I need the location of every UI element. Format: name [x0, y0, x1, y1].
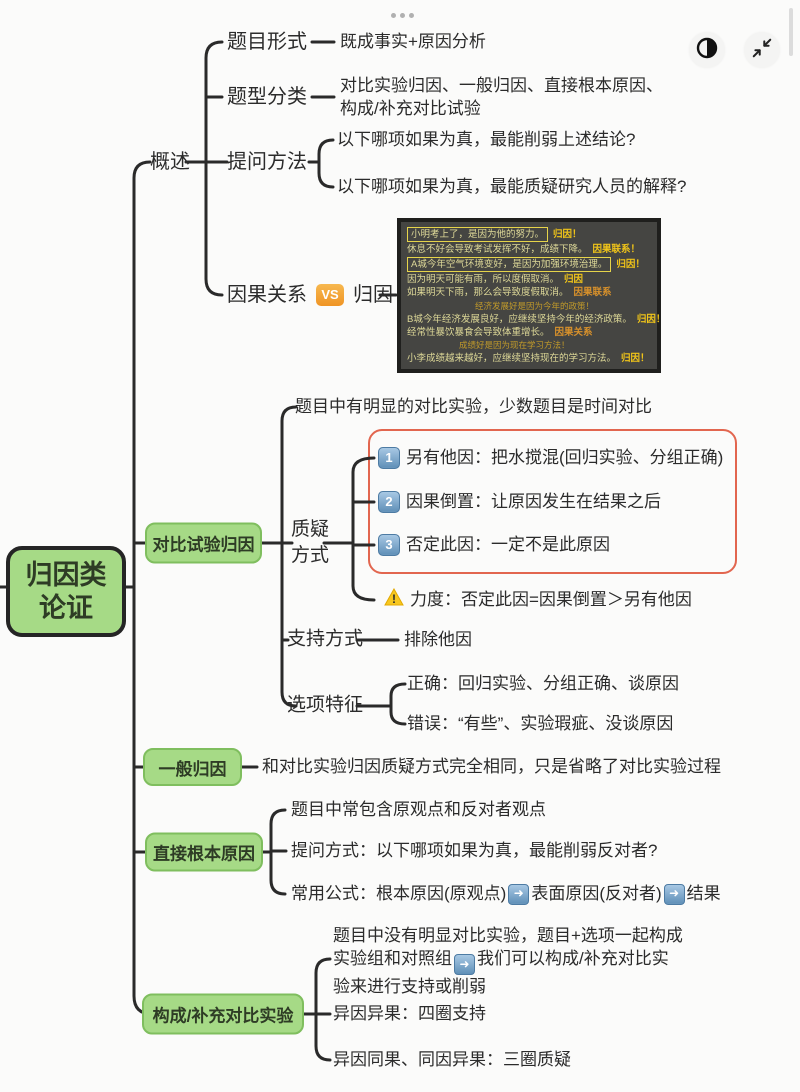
node-causal-vs-attribution[interactable]: 因果关系 VS 归因	[227, 282, 393, 308]
node-compose-point2[interactable]: 异因异果：四圈支持	[333, 1003, 486, 1023]
causal-left-label: 因果关系	[227, 284, 307, 306]
example-line: B城今年经济发展良好，应继续坚持今年的经济政策。归因！	[407, 313, 666, 325]
node-way-3[interactable]: 3 否定此因：一定不是此原因	[378, 534, 610, 556]
node-contrast-experiment-attribution[interactable]: 对比试验归因	[145, 522, 262, 564]
root-label-line2: 论证	[39, 592, 93, 623]
number-2-badge: 2	[378, 491, 400, 513]
node-general-attribution[interactable]: 一般归因	[143, 748, 242, 786]
root-label-line1: 归因类	[25, 559, 107, 590]
svg-text:!: !	[392, 592, 396, 606]
compose-para-line1: 题目中没有明显对比实验，题目+选项一起构成	[333, 926, 683, 945]
node-direct-point1[interactable]: 题目中常包含原观点和反对者观点	[291, 799, 546, 819]
node-general-attribution-value[interactable]: 和对比实验归因质疑方式完全相同，只是省略了对比实验过程	[262, 756, 721, 776]
node-topic-types-value[interactable]: 对比实验归因、一般归因、直接根本原因、 构成/补充对比试验	[340, 74, 663, 120]
node-compose-paragraph[interactable]: 题目中没有明显对比实验，题目+选项一起构成 实验组和对照组➜我们可以构成/补充对…	[333, 924, 683, 998]
node-support-value[interactable]: 排除他因	[404, 629, 472, 649]
node-option-correct[interactable]: 正确：回归实验、分组正确、谈原因	[407, 673, 679, 693]
number-3-badge: 3	[378, 534, 400, 556]
topic-types-line1: 对比实验归因、一般归因、直接根本原因、	[340, 76, 663, 95]
strength-text: 力度：否定此因=因果倒置＞另有他因	[410, 589, 692, 609]
example-line: 休息不好会导致考试发挥不好，成绩下降。因果联系！	[407, 244, 641, 256]
node-direct-point2[interactable]: 提问方式：以下哪项如果为真，最能削弱反对者?	[291, 840, 658, 860]
node-way-1[interactable]: 1 另有他因：把水搅混(回归实验、分组正确)	[378, 447, 723, 469]
arrow-right-badge: ➜	[663, 883, 685, 905]
formula-mid: 表面原因(反对者)	[531, 883, 662, 903]
way-1-text: 另有他因：把水搅混(回归实验、分组正确)	[406, 447, 724, 467]
node-question2[interactable]: 以下哪项如果为真，最能质疑研究人员的解释?	[337, 176, 687, 196]
collapse-button[interactable]	[744, 32, 780, 68]
arrow-right-badge: ➜	[508, 883, 530, 905]
example-line: 小明考上了，是因为他的努力。归因！	[407, 227, 651, 242]
compose-para-line2: 实验组和对照组➜我们可以构成/补充对比实	[333, 947, 683, 975]
number-1-badge: 1	[378, 447, 400, 469]
question-ways-line2: 方式	[291, 545, 330, 566]
formula-prefix: 常用公式：根本原因(原观点)	[291, 883, 507, 903]
node-overview[interactable]: 概述	[150, 151, 190, 173]
node-topic-form[interactable]: 题目形式	[227, 31, 307, 53]
example-line: 因为明天可能有雨，所以度假取消。归因	[407, 274, 584, 286]
question-ways-line1: 质疑	[291, 519, 330, 540]
example-line: 经常性暴饮暴食会导致体重增长。因果关系	[407, 326, 593, 338]
formula-end: 结果	[686, 883, 721, 903]
node-way-2[interactable]: 2 因果倒置：让原因发生在结果之后	[378, 491, 661, 513]
vs-badge: VS	[316, 284, 344, 306]
root-node[interactable]: 归因类 论证	[6, 546, 126, 637]
example-note: 成绩好是因为现在学习方法！	[459, 339, 570, 350]
example-note: 经济发展好是因为今年的政策！	[475, 300, 595, 311]
node-compose-point3[interactable]: 异因同果、同因异果：三圈质疑	[333, 1049, 571, 1069]
node-contrast-intro[interactable]: 题目中有明显的对比实验，少数题目是时间对比	[295, 396, 652, 416]
topic-types-line2: 构成/补充对比试验	[340, 99, 481, 118]
node-topic-types[interactable]: 题型分类	[227, 86, 307, 108]
example-line: 如果明天下雨，那么会导致度假取消。因果联系	[407, 287, 612, 299]
node-topic-form-value[interactable]: 既成事实+原因分析	[340, 31, 486, 51]
example-line: 小李成绩越来越好，应继续坚持现在的学习方法。归因！	[407, 352, 650, 364]
example-line: A城今年空气环境变好，是因为加强环境治理。归因！	[407, 257, 651, 273]
node-direct-formula[interactable]: 常用公式：根本原因(原观点) ➜ 表面原因(反对者) ➜ 结果	[291, 883, 721, 905]
node-option-features[interactable]: 选项特征	[287, 694, 364, 716]
compose-para-line3: 验来进行支持或削弱	[333, 977, 486, 996]
node-direct-root-cause[interactable]: 直接根本原因	[145, 832, 263, 872]
more-dots-icon	[391, 13, 414, 18]
arrow-right-badge: ➜	[454, 954, 475, 975]
contrast-toggle-button[interactable]	[689, 32, 725, 68]
scrollbar-thumb[interactable]	[789, 8, 793, 56]
node-compose-supplement[interactable]: 构成/补充对比实验	[142, 993, 304, 1035]
node-support-way[interactable]: 支持方式	[287, 628, 364, 650]
node-question1[interactable]: 以下哪项如果为真，最能削弱上述结论?	[337, 129, 636, 149]
causal-right-label: 归因	[353, 284, 393, 306]
way-3-text: 否定此因：一定不是此原因	[406, 534, 610, 554]
node-option-wrong[interactable]: 错误：“有些”、实验瑕疵、没谈原因	[407, 713, 674, 733]
way-2-text: 因果倒置：让原因发生在结果之后	[406, 491, 661, 511]
node-question-method[interactable]: 提问方法	[227, 151, 307, 173]
node-strength-note[interactable]: ! 力度：否定此因=因果倒置＞另有他因	[384, 587, 692, 612]
causal-examples-image[interactable]: 小明考上了，是因为他的努力。归因！ 休息不好会导致考试发挥不好，成绩下降。因果联…	[397, 218, 666, 373]
contrast-icon	[695, 36, 719, 65]
node-question-ways[interactable]: 质疑 方式	[291, 517, 329, 569]
warning-triangle-icon: !	[384, 587, 404, 612]
collapse-arrows-icon	[751, 37, 773, 64]
